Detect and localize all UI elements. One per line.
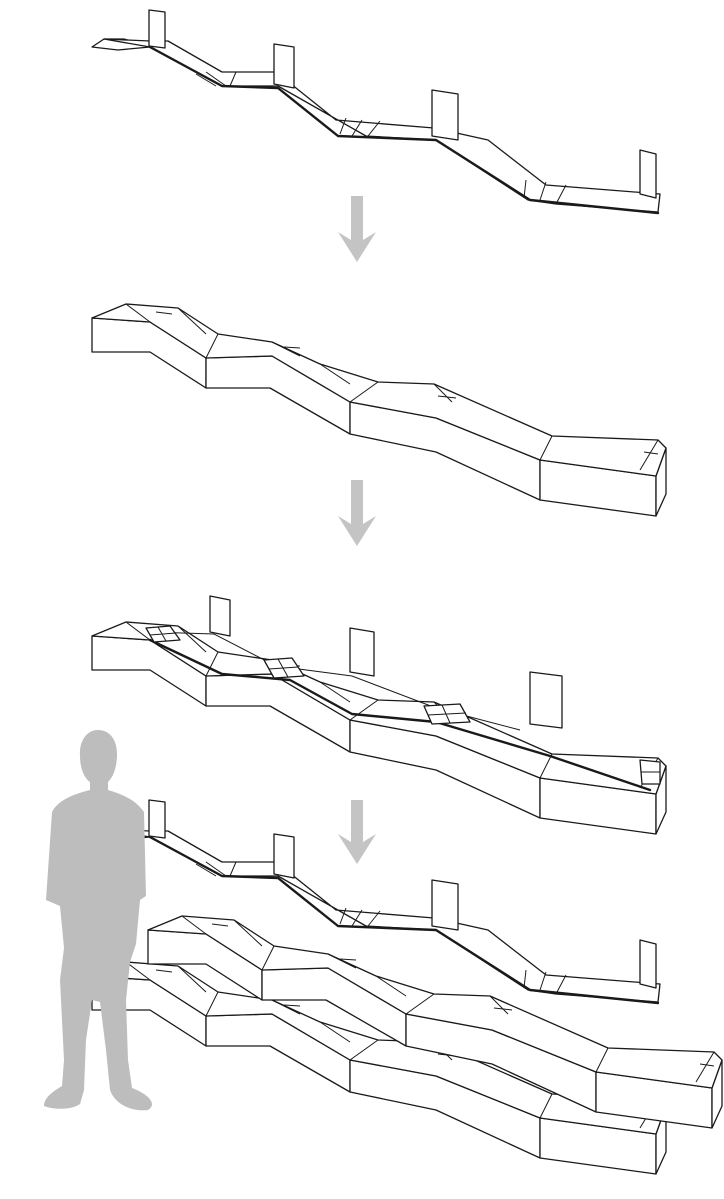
step-4-exploded-assembly	[90, 798, 723, 1175]
step-3-combined-module	[91, 595, 667, 835]
step-1-folding-strip	[90, 8, 662, 215]
arrow-down-icon	[338, 800, 376, 864]
arrow-down-icon	[338, 196, 376, 262]
step-2-box-module	[91, 303, 667, 517]
arrow-down-icon	[338, 480, 376, 546]
human-silhouette-icon	[44, 730, 153, 1111]
